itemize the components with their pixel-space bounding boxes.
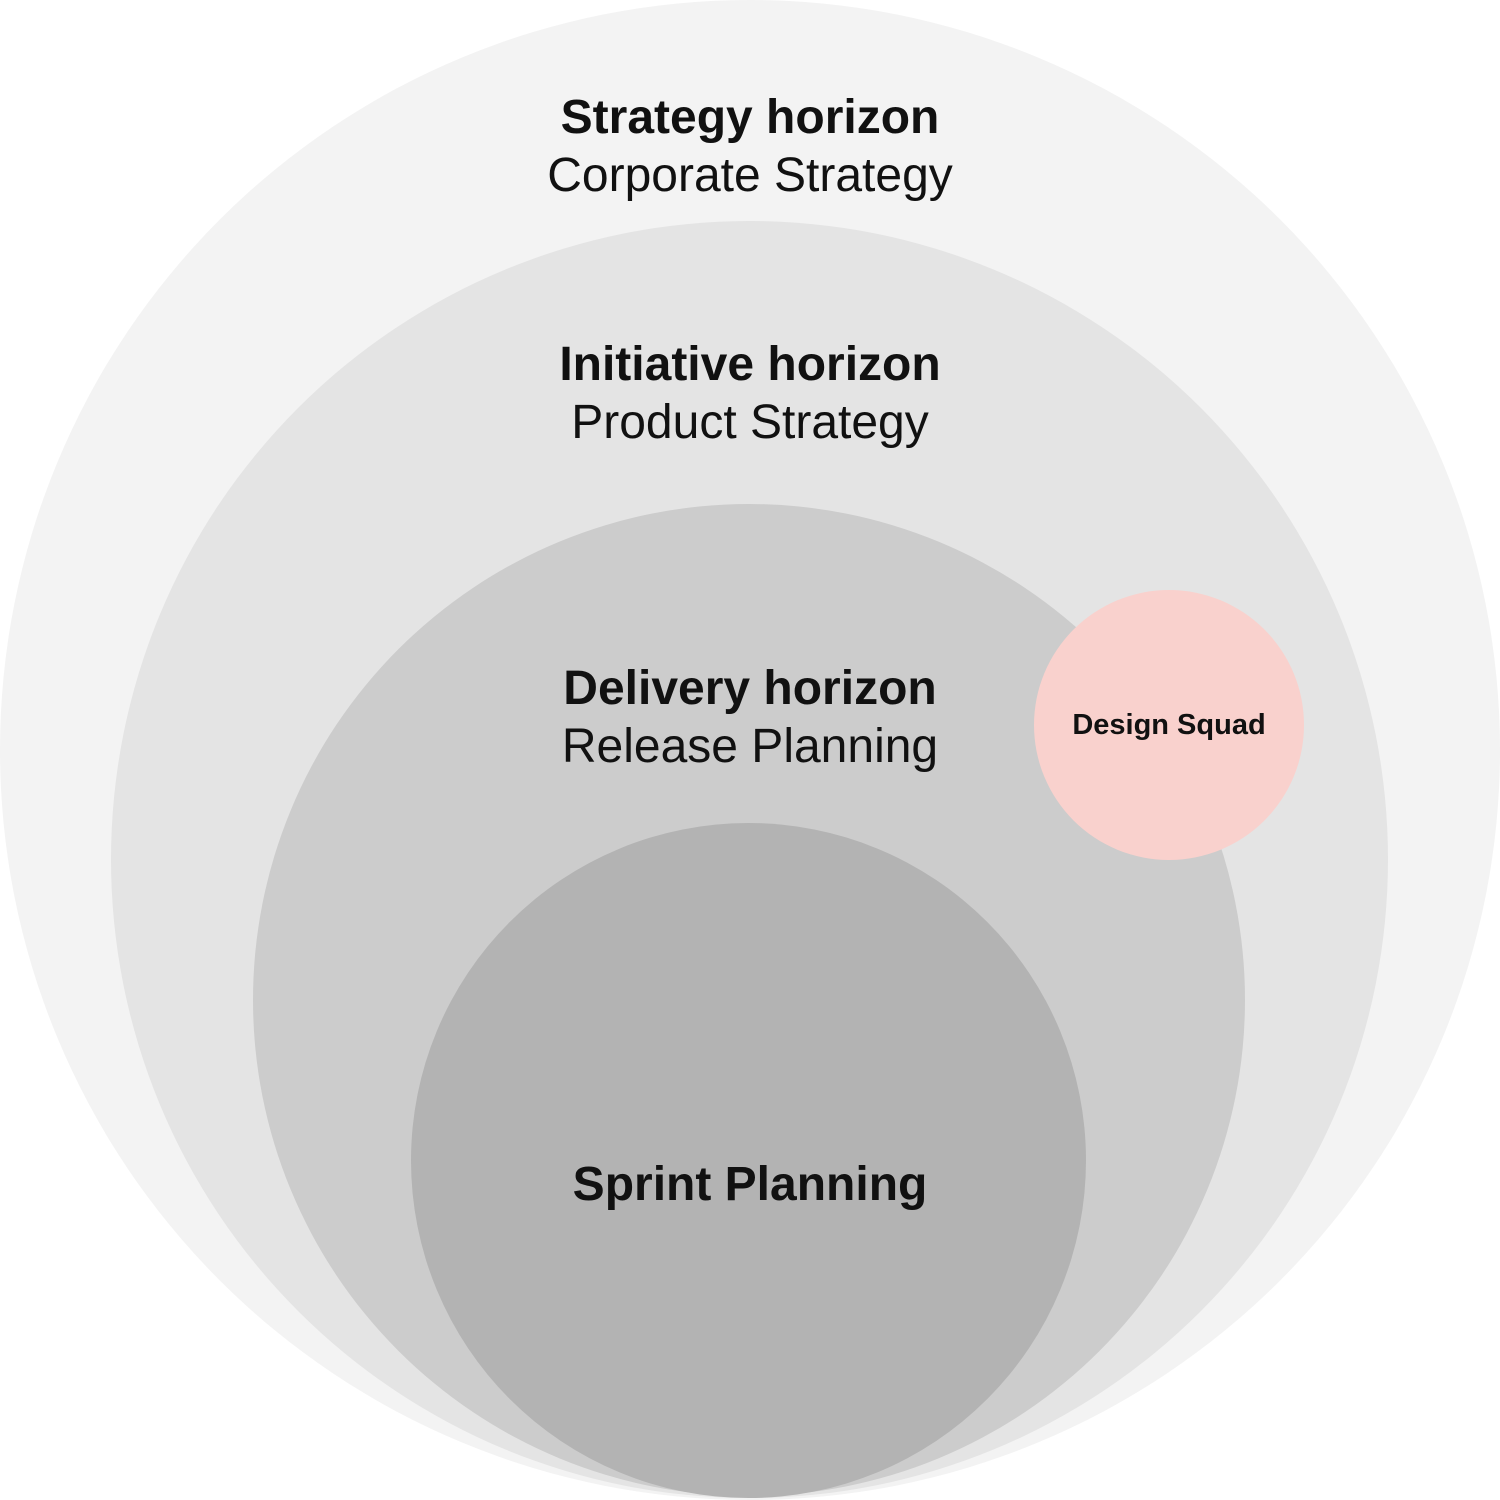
sprint-planning-label: Sprint Planning — [0, 1156, 1500, 1214]
initiative-horizon-label: Initiative horizon Product Strategy — [0, 336, 1500, 451]
strategy-horizon-title: Strategy horizon — [560, 91, 940, 144]
sprint-planning-circle — [411, 823, 1086, 1498]
strategy-horizon-subtitle: Corporate Strategy — [547, 148, 953, 202]
strategy-horizon-label: Strategy horizon Corporate Strategy — [0, 89, 1500, 204]
initiative-horizon-title: Initiative horizon — [559, 338, 941, 391]
initiative-horizon-subtitle: Product Strategy — [571, 395, 929, 449]
delivery-horizon-title: Delivery horizon — [563, 662, 937, 715]
delivery-horizon-subtitle: Release Planning — [561, 719, 939, 773]
sprint-planning-title: Sprint Planning — [572, 1158, 928, 1211]
delivery-horizon-label: Delivery horizon Release Planning — [0, 660, 1500, 775]
design-squad-circle — [1034, 590, 1304, 860]
design-squad-label: Design Squad — [1072, 708, 1266, 741]
